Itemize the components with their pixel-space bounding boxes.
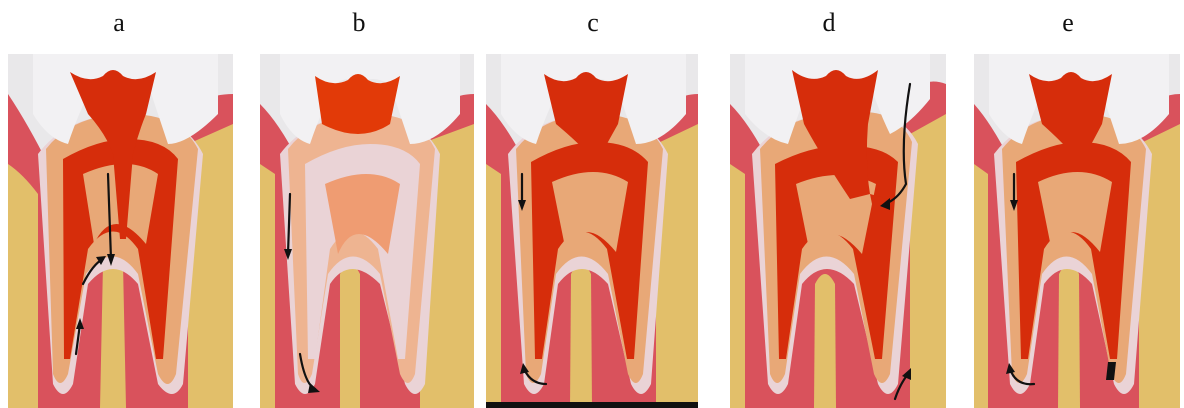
panel-d-illustration	[730, 54, 946, 408]
panel-c-illustration	[486, 54, 698, 408]
panel-a-label: a	[0, 8, 238, 38]
panel-c-label: c	[480, 8, 706, 38]
tooth-a-svg	[8, 54, 233, 408]
panel-c: c	[480, 0, 706, 408]
panel-e-label: e	[952, 8, 1184, 38]
panel-d: d	[706, 0, 952, 408]
tooth-e-svg	[974, 54, 1180, 408]
tooth-b-svg	[260, 54, 474, 408]
panel-b-illustration	[260, 54, 474, 408]
tooth-d-svg	[730, 54, 946, 408]
tooth-c-svg	[486, 54, 698, 408]
panel-e-illustration	[974, 54, 1180, 408]
panel-a-illustration	[8, 54, 233, 408]
panel-a: a	[0, 0, 238, 408]
panel-e: e	[952, 0, 1184, 408]
panel-b: b	[238, 0, 480, 408]
panel-d-label: d	[706, 8, 952, 38]
panel-b-label: b	[238, 8, 480, 38]
